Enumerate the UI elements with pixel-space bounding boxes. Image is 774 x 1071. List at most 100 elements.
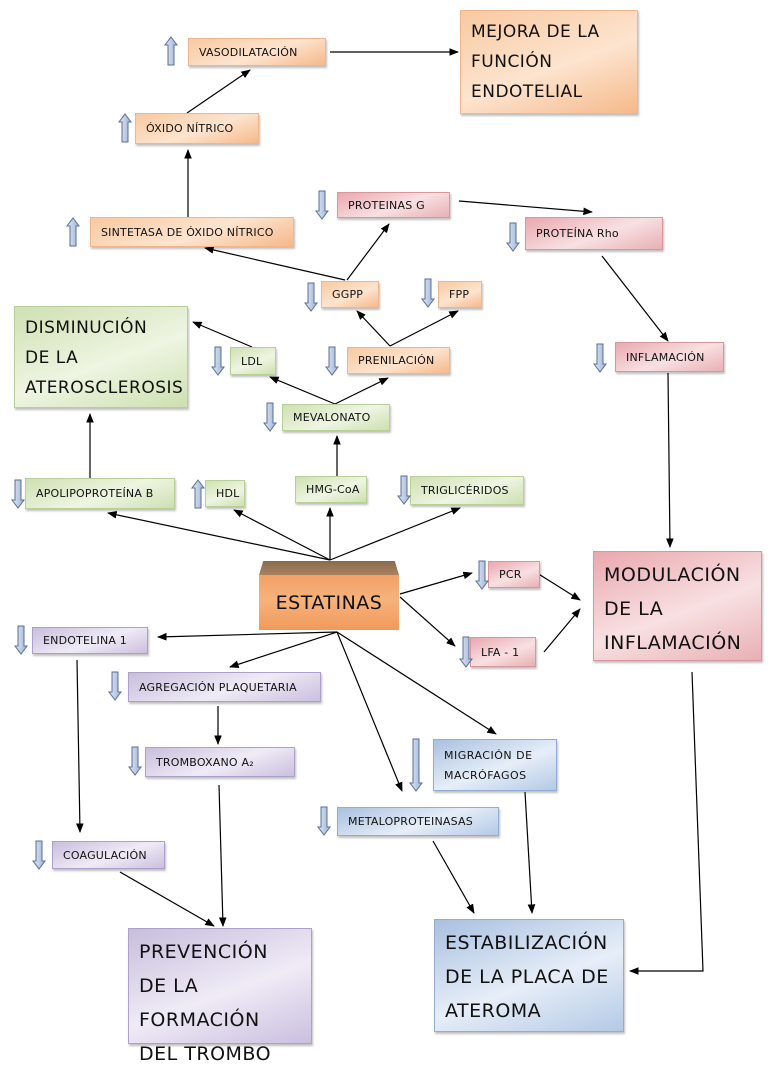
node-label: GGPP (332, 288, 364, 301)
node-vasodilatacion: VASODILATACIÓN (188, 38, 326, 66)
node-label: INFLAMACIÓN (626, 350, 705, 364)
node-label: DISMINUCIÓN DE LA ATEROSCLEROSIS (25, 318, 184, 398)
node-ldl: LDL (230, 347, 276, 375)
edge-modulacion-estabilizacion (629, 671, 704, 975)
node-label: PROTEÍNA Rho (536, 227, 619, 240)
down-arrow-icon (304, 282, 318, 312)
node-label: TROMBOXANO A₂ (156, 755, 254, 769)
down-arrow-icon (459, 636, 473, 668)
edge-ggpp-proteinas-g (346, 223, 390, 281)
node-coagulacion: COAGULACIÓN (52, 841, 165, 869)
node-modulacion-inflamacion: MODULACIÓN DE LA INFLAMACIÓN (593, 551, 762, 661)
edge-estatinas-metaloproteinasas (336, 631, 403, 792)
edge-tromboxano-prevencion (218, 784, 227, 927)
node-label: TRIGLICÉRIDOS (421, 484, 509, 497)
edge-ldl-disminucion (192, 321, 253, 348)
node-prevencion-trombo: PREVENCIÓN DE LA FORMACIÓN DEL TROMBO (128, 928, 312, 1065)
down-arrow-icon (317, 806, 331, 836)
node-label: VASODILATACIÓN (199, 45, 298, 59)
node-label: COAGULACIÓN (63, 848, 147, 862)
down-arrow-icon (325, 346, 339, 376)
node-endotelina-1: ENDOTELINA 1 (32, 627, 148, 654)
edge-lfa1-modulacion (543, 608, 581, 653)
edge-metaloproteinasas-estabilizacion (432, 840, 475, 914)
down-arrow-icon (14, 625, 28, 655)
edge-inflamacion-modulacion (666, 372, 674, 548)
down-arrow-icon (475, 560, 489, 590)
node-metaloproteinasas: METALOPROTEINASAS (337, 807, 499, 836)
down-arrow-icon (263, 402, 277, 432)
down-arrow-icon (315, 190, 329, 220)
node-label: ESTABILIZACIÓN DE LA PLACA DE ATEROMA (445, 932, 609, 1022)
edge-oxido-vasodilatacion (186, 69, 251, 114)
edge-estatinas-trigliceridos (329, 507, 461, 561)
edge-estatinas-endotelina (157, 631, 338, 641)
node-label: LFA - 1 (481, 645, 520, 659)
estatinas-top-face (259, 561, 399, 575)
up-arrow-icon (118, 113, 132, 143)
edge-migracion-estabilizacion (524, 791, 536, 914)
node-prenilacion: PRENILACIÓN (347, 347, 450, 374)
estatinas-label: ESTATINAS (259, 575, 399, 630)
node-estatinas: ESTATINAS (259, 561, 399, 630)
node-hdl: HDL (205, 480, 245, 507)
edge-estatinas-lfa1 (399, 596, 456, 647)
node-label: METALOPROTEINASAS (348, 815, 473, 828)
node-label: AGREGACIÓN PLAQUETARIA (139, 680, 297, 694)
node-label: MEVALONATO (293, 411, 371, 424)
node-trigliceridos: TRIGLICÉRIDOS (410, 476, 524, 505)
node-label: ENDOTELINA 1 (43, 634, 127, 647)
node-disminucion-aterosclerosis: DISMINUCIÓN DE LA ATEROSCLEROSIS (14, 306, 188, 408)
node-label: HMG-CoA (306, 483, 360, 496)
down-arrow-icon (128, 746, 142, 776)
node-mevalonato: MEVALONATO (282, 404, 390, 431)
edge-coagulacion-prevencion (119, 871, 215, 927)
edge-estatinas-hdl (233, 509, 331, 561)
edge-proteinas-g-rho (458, 200, 593, 216)
node-estabilizacion-placa: ESTABILIZACIÓN DE LA PLACA DE ATEROMA (434, 919, 624, 1032)
node-sintetasa-oxido-nitrico: SINTETASA DE ÓXIDO NÍTRICO (90, 217, 294, 247)
node-label: SINTETASA DE ÓXIDO NÍTRICO (101, 225, 274, 239)
edge-estatinas-apolipoproteina (107, 511, 331, 561)
edge-pcr-modulacion (536, 572, 581, 601)
down-arrow-icon (506, 222, 520, 252)
node-inflamacion: INFLAMACIÓN (615, 342, 724, 372)
node-label: HDL (216, 487, 240, 500)
node-label: MIGRACIÓN DE MACRÓFAGOS (444, 749, 533, 782)
node-tromboxano-a2: TROMBOXANO A₂ (145, 747, 295, 777)
node-label: PCR (499, 568, 522, 581)
edge-ggpp-sintetasa (204, 246, 346, 281)
node-label: PRENILACIÓN (358, 354, 435, 367)
down-arrow-icon (397, 475, 411, 505)
node-label: APOLIPOPROTEÍNA B (36, 487, 154, 500)
node-proteina-rho: PROTEÍNA Rho (525, 217, 663, 250)
node-mejora-funcion-endotelial: MEJORA DE LA FUNCIÓN ENDOTELIAL (460, 10, 638, 114)
up-arrow-icon (164, 36, 178, 66)
edge-prenilacion-fpp (389, 310, 459, 347)
edge-endotelina-coagulacion (76, 659, 84, 833)
node-pcr: PCR (488, 561, 540, 588)
up-arrow-icon (66, 217, 80, 247)
node-label: PREVENCIÓN DE LA FORMACIÓN DEL TROMBO (139, 941, 272, 1065)
down-arrow-icon (11, 479, 25, 509)
edge-prenilacion-ggpp (356, 310, 391, 347)
node-apolipoproteina-b: APOLIPOPROTEÍNA B (25, 478, 175, 509)
edge-mevalonato-ldl (269, 376, 336, 405)
node-agregacion-plaquetaria: AGREGACIÓN PLAQUETARIA (128, 672, 321, 702)
node-label: ÓXIDO NÍTRICO (146, 122, 234, 135)
down-arrow-icon (409, 738, 423, 792)
node-label: LDL (241, 354, 263, 368)
edge-estatinas-pcr (399, 571, 473, 595)
node-hmg-coa: HMG-CoA (295, 476, 367, 503)
node-fpp: FPP (438, 281, 482, 308)
edge-rho-inflamacion (601, 255, 669, 342)
edge-estatinas-agregacion (229, 631, 338, 668)
down-arrow-icon (32, 840, 46, 870)
node-oxido-nitrico: ÓXIDO NÍTRICO (135, 113, 259, 144)
down-arrow-icon (593, 343, 607, 373)
node-label: PROTEINAS G (348, 198, 425, 212)
node-label: FPP (449, 288, 470, 301)
down-arrow-icon (108, 671, 122, 701)
up-arrow-icon (191, 479, 205, 509)
node-proteinas-g: PROTEINAS G (337, 192, 450, 218)
